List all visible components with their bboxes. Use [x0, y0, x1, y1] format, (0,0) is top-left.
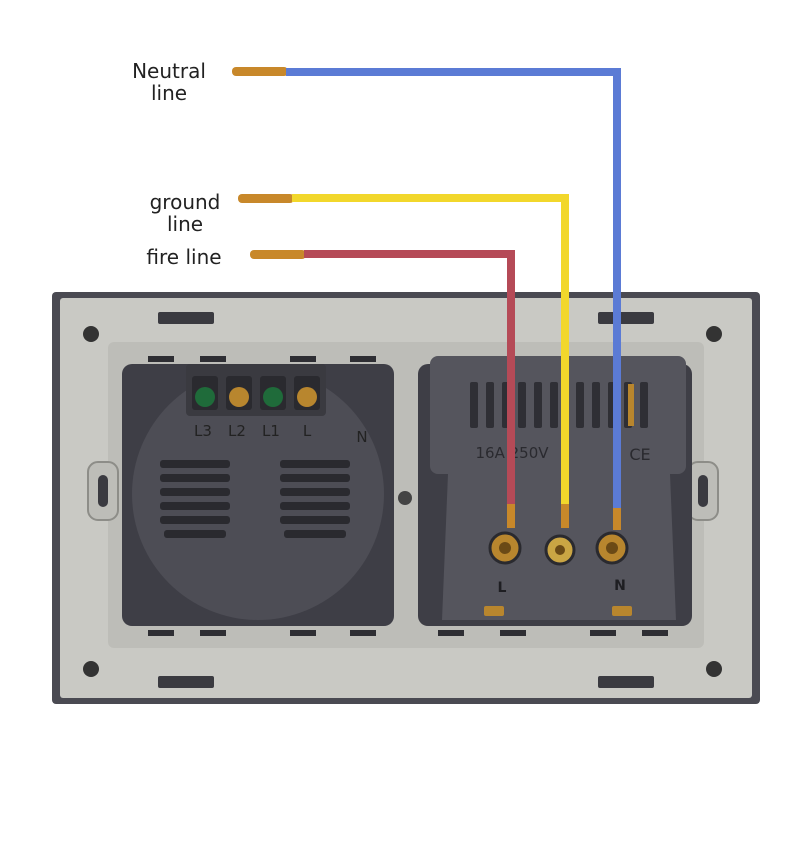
socket-copper-strip [628, 384, 634, 426]
ground-wire [238, 194, 569, 528]
clip-bottom-left [158, 676, 214, 688]
switch-terminal-label-n: N [356, 428, 367, 446]
switch-terminal-label-l2: L2 [228, 422, 246, 440]
switch-terminal-block [186, 364, 326, 416]
screw-hole-center [398, 491, 412, 505]
ground-line-label: ground line [140, 191, 230, 235]
socket-bottom-clip-left [484, 606, 504, 616]
socket-terminal-label-l: L [498, 580, 507, 596]
screw-hole-top-left [83, 326, 99, 342]
switch-module-body [132, 368, 384, 620]
socket-terminal-label-n: N [614, 578, 626, 594]
switch-vent-right [280, 460, 350, 538]
side-slot-right-inner [698, 475, 708, 507]
screw-hole-bottom-right [706, 661, 722, 677]
socket-module: 16A 250V CE L N [418, 356, 692, 626]
fire-line-label-text: fire line [146, 245, 222, 269]
fire-line-label: fire line [138, 246, 230, 268]
neutral-wire [232, 67, 621, 530]
clip-top-right [598, 312, 654, 324]
socket-ce-mark: CE [629, 445, 650, 464]
screw-hole-top-right [706, 326, 722, 342]
clip-top-left [158, 312, 214, 324]
switch-terminal-label-l: L [303, 422, 312, 440]
neutral-line-label: Neutral line [120, 60, 218, 104]
switch-module: L3 L2 L1 L N [122, 364, 394, 626]
socket-bottom-clip-right [612, 606, 632, 616]
side-slot-left-inner [98, 475, 108, 507]
switch-terminal-label-l3: L3 [194, 422, 212, 440]
neutral-line-label-line1: Neutral [132, 59, 206, 83]
neutral-line-label-line2: line [150, 81, 188, 105]
switch-vent-left [160, 460, 230, 538]
clip-bottom-right [598, 676, 654, 688]
fire-wire [250, 250, 515, 528]
switch-terminal-label-l1: L1 [262, 422, 280, 440]
ground-line-label-line1: ground [149, 190, 221, 214]
ground-line-label-line2: line [166, 212, 204, 236]
screw-hole-bottom-left [83, 661, 99, 677]
